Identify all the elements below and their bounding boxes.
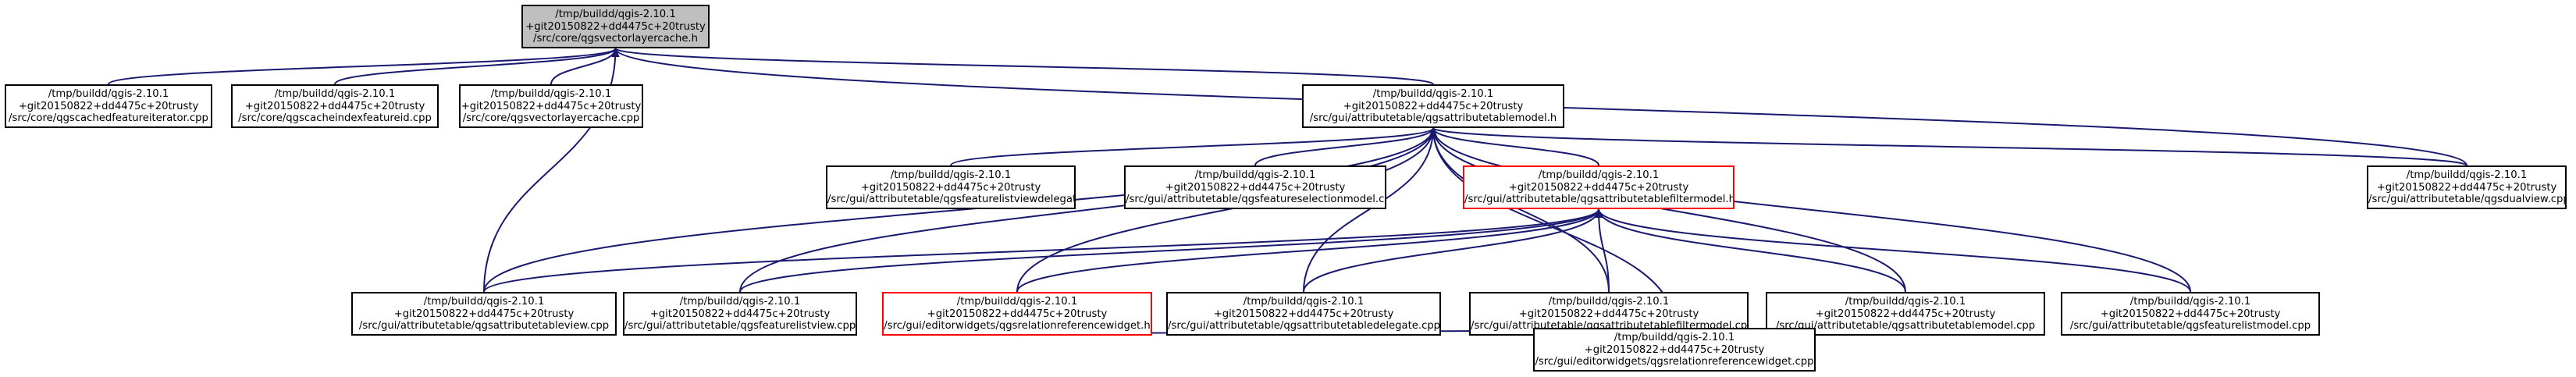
dependency-edge [739,127,1437,293]
dependency-edge [1016,208,1603,293]
node-label-line: +git20150822+dd4475c+20trusty [649,308,831,320]
graph-node[interactable]: /tmp/buildd/qgis-2.10.1+git20150822+dd44… [521,5,710,48]
dependency-edge [739,208,1603,293]
node-label-line: /tmp/buildd/qgis-2.10.1 [48,88,169,100]
node-label-line: +git20150822+dd4475c+20trusty [244,100,425,112]
dependency-edge [1429,127,1610,293]
node-label-line: /src/core/qgscachedfeatureiterator.cpp [9,112,208,125]
node-label-line: /src/gui/attributetable/qgsattributetabl… [1168,320,1441,333]
dependency-edge [612,48,1434,85]
node-label-line: /src/gui/attributetable/qgsfeatureselect… [1126,194,1386,206]
node-label-line: /tmp/buildd/qgis-2.10.1 [490,88,612,100]
node-label-line: /src/gui/attributetable/qgsfeaturelistvi… [827,194,1074,206]
dependency-edge [950,127,1437,166]
dependency-edge [1429,127,2191,293]
node-label-line: +git20150822+dd4475c+20trusty [18,100,199,112]
node-label-line: /tmp/buildd/qgis-2.10.1 [2406,169,2528,181]
graph-node[interactable]: /tmp/buildd/qgis-2.10.1+git20150822+dd44… [2367,165,2567,209]
dependency-edge [1595,208,2191,293]
node-label-line: /src/core/qgscacheindexfeatureid.cpp [238,112,432,125]
graph-node[interactable]: /tmp/buildd/qgis-2.10.1+git20150822+dd44… [1463,165,1735,209]
graph-node[interactable]: /tmp/buildd/qgis-2.10.1+git20150822+dd44… [231,84,439,128]
node-label-line: /tmp/buildd/qgis-2.10.1 [555,9,676,20]
node-label-line: /tmp/buildd/qgis-2.10.1 [1243,296,1364,308]
node-label-line: /tmp/buildd/qgis-2.10.1 [423,296,545,308]
node-label-line: /tmp/buildd/qgis-2.10.1 [1548,296,1670,308]
graph-node[interactable]: /tmp/buildd/qgis-2.10.1+git20150822+dd44… [459,84,643,128]
graph-node[interactable]: /tmp/buildd/qgis-2.10.1+git20150822+dd44… [1302,84,1564,128]
node-label-line: +git20150822+dd4475c+20trusty [1815,308,1996,320]
node-label-line: /src/gui/attributetable/qgsattributetabl… [1309,112,1557,125]
dependency-edge [1429,127,1906,293]
graph-node[interactable]: /tmp/buildd/qgis-2.10.1+git20150822+dd44… [1166,292,1441,336]
node-label-line: /tmp/buildd/qgis-2.10.1 [1538,169,1660,181]
graph-node[interactable]: /tmp/buildd/qgis-2.10.1+git20150822+dd44… [1533,328,1816,372]
node-label-line: /src/core/qgsvectorlayercache.h [533,33,698,45]
node-label-line: +git20150822+dd4475c+20trusty [1518,308,1699,320]
dependency-edge [1303,127,1437,293]
graph-node[interactable]: /tmp/buildd/qgis-2.10.1+git20150822+dd44… [351,292,617,336]
dependency-edge [108,48,620,85]
node-label-line: /tmp/buildd/qgis-2.10.1 [956,296,1078,308]
graph-node[interactable]: /tmp/buildd/qgis-2.10.1+git20150822+dd44… [1124,165,1386,209]
node-label-line: +git20150822+dd4475c+20trusty [2376,181,2557,194]
node-label-line: +git20150822+dd4475c+20trusty [525,20,706,33]
node-label-line: /tmp/buildd/qgis-2.10.1 [679,296,801,308]
node-label-line: /tmp/buildd/qgis-2.10.1 [274,88,396,100]
node-label-line: +git20150822+dd4475c+20trusty [927,308,1108,320]
node-label-line: +git20150822+dd4475c+20trusty [1343,100,1524,112]
node-label-line: +git20150822+dd4475c+20trusty [1508,181,1689,194]
node-label-line: /src/gui/attributetable/qgsdualview.cpp [2368,194,2567,206]
dependency-edge [1016,127,1437,293]
node-label-line: /src/gui/editorwidgets/qgsrelationrefere… [884,320,1151,333]
node-label-line: +git20150822+dd4475c+20trusty [2100,308,2281,320]
node-label-line: /src/gui/attributetable/qgsfeaturelistvi… [624,320,856,333]
node-label-line: /tmp/buildd/qgis-2.10.1 [2129,296,2251,308]
node-label-line: /src/gui/attributetable/qgsfeaturelistmo… [2069,320,2311,333]
node-label-line: +git20150822+dd4475c+20trusty [461,100,642,112]
dependency-edge [483,127,1437,293]
node-label-line: /tmp/buildd/qgis-2.10.1 [1845,296,1966,308]
dependency-edge [1595,208,1906,293]
node-label-line: +git20150822+dd4475c+20trusty [1165,181,1346,194]
dependency-edge [1303,208,1603,293]
node-label-line: /tmp/buildd/qgis-2.10.1 [1614,332,1735,343]
node-label-line: /src/gui/attributetable/qgsattributetabl… [358,320,610,333]
graph-node[interactable]: /tmp/buildd/qgis-2.10.1+git20150822+dd44… [623,292,857,336]
node-label-line: /src/core/qgsvectorlayercache.cpp [462,112,640,125]
dependency-edge [483,208,1603,293]
graph-node[interactable]: /tmp/buildd/qgis-2.10.1+git20150822+dd44… [5,84,212,128]
dependency-edge [1595,208,1610,293]
dependency-edge [1254,127,1437,166]
node-label-line: /src/gui/attributetable/qgsattributetabl… [1464,194,1735,206]
node-label-line: /tmp/buildd/qgis-2.10.1 [1372,88,1494,100]
dependency-edge [1429,127,2467,166]
node-label-line: /tmp/buildd/qgis-2.10.1 [890,169,1012,181]
dependency-edge [1429,127,1599,166]
graph-node[interactable]: /tmp/buildd/qgis-2.10.1+git20150822+dd44… [826,165,1076,209]
node-label-line: +git20150822+dd4475c+20trusty [860,181,1041,194]
node-label-line: +git20150822+dd4475c+20trusty [393,308,575,320]
node-label-line: /tmp/buildd/qgis-2.10.1 [1194,169,1316,181]
node-label-line: +git20150822+dd4475c+20trusty [1584,343,1765,356]
node-label-line: +git20150822+dd4475c+20trusty [1213,308,1394,320]
node-label-line: /src/gui/attributetable/qgsattributetabl… [1775,320,2036,333]
graph-node[interactable]: /tmp/buildd/qgis-2.10.1+git20150822+dd44… [882,292,1152,336]
node-label-line: /src/gui/editorwidgets/qgsrelationrefere… [1535,356,1814,368]
dependency-edge [334,48,620,85]
graph-node[interactable]: /tmp/buildd/qgis-2.10.1+git20150822+dd44… [2061,292,2320,336]
